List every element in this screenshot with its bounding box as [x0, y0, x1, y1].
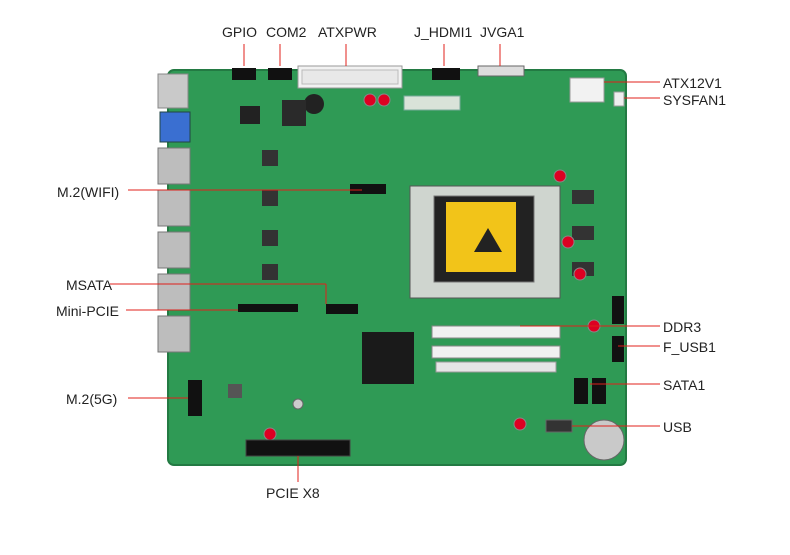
usb3-port [159, 111, 191, 143]
usb-port [545, 419, 573, 433]
msata-slot [326, 304, 358, 314]
label-j-hdmi1: J_HDMI1 [414, 24, 473, 40]
gpio-header [232, 68, 256, 80]
label-sata1: SATA1 [663, 377, 706, 393]
hdmi-header [432, 68, 460, 80]
label-mini-pcie: Mini-PCIE [56, 303, 120, 319]
label-sysfan1: SYSFAN1 [663, 92, 727, 108]
label-com2: COM2 [266, 24, 307, 40]
atx12v-connector [569, 77, 605, 103]
label-ddr3: DDR3 [663, 319, 702, 335]
cmos-battery [583, 419, 625, 461]
sysfan-header [613, 91, 625, 107]
label-atxpwr: ATXPWR [318, 24, 377, 40]
vga-header [477, 65, 525, 77]
com2-header [268, 68, 292, 80]
label-pcie-x8: PCIE X8 [266, 485, 320, 501]
label-atx12v1: ATX12V1 [663, 75, 722, 91]
sata1-connector [574, 378, 588, 404]
label-m2-wifi: M.2(WIFI) [57, 184, 120, 200]
label-f-usb1: F_USB1 [663, 339, 716, 355]
pcie-x8-slot [245, 439, 351, 457]
ddr3-slot-2 [431, 345, 561, 359]
label-jvga1: JVGA1 [480, 24, 525, 40]
f-usb1-header [612, 336, 624, 362]
label-m2-5g: M.2(5G) [66, 391, 118, 407]
ddr3-slot-1 [431, 325, 561, 339]
m2-5g-slot [188, 380, 202, 416]
chipset-heatsink [362, 332, 414, 384]
label-usb: USB [663, 419, 692, 435]
m2-wifi-slot [350, 184, 386, 194]
mini-pcie-slot [238, 304, 298, 312]
label-gpio: GPIO [222, 24, 258, 40]
label-msata: MSATA [66, 277, 113, 293]
